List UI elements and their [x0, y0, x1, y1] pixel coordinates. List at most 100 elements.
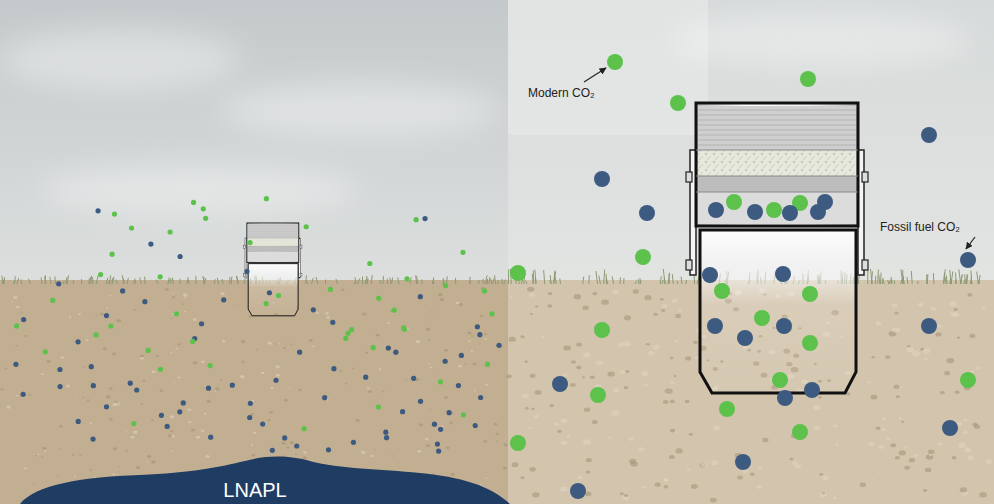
grass-blade	[966, 274, 968, 284]
co2-dot	[460, 250, 465, 255]
gravel-grain	[298, 389, 301, 391]
gravel-grain	[295, 454, 297, 455]
gravel-grain	[456, 302, 460, 305]
grass-blade	[44, 276, 45, 284]
gravel-grain	[670, 400, 675, 404]
grass-blade	[336, 279, 338, 284]
gravel-grain	[967, 293, 972, 297]
grass-blade	[544, 270, 545, 284]
gravel-grain	[419, 423, 423, 426]
grass-blade	[685, 280, 687, 284]
grass-blade	[882, 278, 884, 284]
co2-dot	[282, 435, 287, 440]
gravel-grain	[170, 352, 172, 353]
co2-dot	[322, 395, 327, 400]
gravel-grain	[483, 440, 487, 442]
co2-dot	[178, 254, 183, 259]
grass-blade	[188, 277, 190, 284]
grass-blade	[421, 279, 422, 284]
gravel-grain	[687, 468, 691, 470]
gravel-grain	[147, 455, 151, 458]
gravel-grain	[573, 294, 581, 299]
grass-blade	[603, 270, 605, 284]
gravel-grain	[103, 347, 107, 350]
co2-dot	[304, 224, 309, 229]
co2-dot	[478, 395, 483, 400]
gravel-grain	[127, 415, 129, 416]
gravel-grain	[548, 292, 553, 295]
gravel-grain	[6, 405, 11, 408]
gravel-grain	[660, 298, 664, 301]
co2-dot	[276, 293, 281, 298]
grass-blade	[946, 275, 948, 284]
gravel-grain	[269, 411, 273, 413]
gravel-grain	[592, 292, 597, 295]
gravel-grain	[109, 295, 111, 297]
co2-dot	[267, 290, 272, 295]
sky-panel	[508, 0, 708, 135]
gravel-grain	[663, 485, 668, 489]
gravel-grain	[653, 345, 660, 350]
gravel-grain	[494, 423, 497, 425]
grass-blade	[214, 279, 215, 284]
gravel-grain	[583, 352, 591, 357]
co2-dot	[475, 324, 480, 329]
gravel-grain	[325, 312, 329, 315]
gravel-grain	[867, 381, 871, 384]
grass-blade	[415, 275, 417, 284]
grass-blade	[111, 278, 113, 284]
gravel-grain	[444, 349, 448, 352]
gravel-grain	[689, 433, 693, 436]
gravel-grain	[416, 340, 421, 343]
grass-blade	[410, 277, 411, 284]
gravel-grain	[909, 458, 915, 462]
co2-dot	[128, 381, 133, 386]
grass-blade	[133, 278, 135, 284]
gravel-grain	[895, 456, 900, 460]
gravel-grain	[713, 426, 720, 431]
co2-dot	[393, 350, 398, 355]
gravel-grain	[59, 425, 63, 428]
co2-dot	[345, 331, 350, 336]
gravel-grain	[172, 296, 175, 298]
grass-blade	[433, 278, 434, 284]
gravel-grain	[290, 441, 294, 444]
gravel-grain	[382, 391, 384, 393]
co2-dot	[775, 266, 791, 282]
grass-blade	[116, 280, 118, 284]
gravel-grain	[417, 450, 421, 453]
gravel-grain	[584, 407, 590, 411]
grass-blade	[362, 277, 363, 284]
gravel-grain	[312, 346, 315, 348]
gravel-grain	[633, 289, 639, 293]
co2-dot	[386, 345, 391, 350]
gravel-grain	[270, 387, 273, 389]
gravel-grain	[284, 399, 288, 402]
co2-dot	[264, 196, 269, 201]
gravel-grain	[181, 303, 183, 305]
gravel-grain	[352, 368, 354, 370]
gravel-grain	[474, 390, 476, 391]
co2-dot	[719, 401, 735, 417]
gravel-grain	[928, 449, 935, 454]
gravel-grain	[952, 456, 957, 460]
grass-blade	[977, 272, 979, 284]
gravel-grain	[675, 340, 678, 342]
gravel-grain	[685, 400, 690, 403]
co2-dot	[148, 241, 153, 246]
gravel-grain	[529, 293, 535, 297]
grass-blade	[901, 269, 903, 284]
co2-dot	[510, 435, 526, 451]
gravel-grain	[576, 342, 582, 346]
co2-dot	[772, 372, 788, 388]
grass-blade	[554, 272, 556, 284]
co2-dot	[208, 363, 213, 368]
co2-dot	[326, 447, 331, 452]
grass-blade	[483, 279, 484, 284]
grass-blade	[672, 274, 673, 284]
gravel-grain	[625, 370, 629, 373]
co2-dot	[635, 249, 651, 265]
grass-blade	[135, 280, 136, 284]
label-box: Fossil fuel CO₂	[880, 220, 960, 234]
grass-blade	[144, 277, 145, 284]
